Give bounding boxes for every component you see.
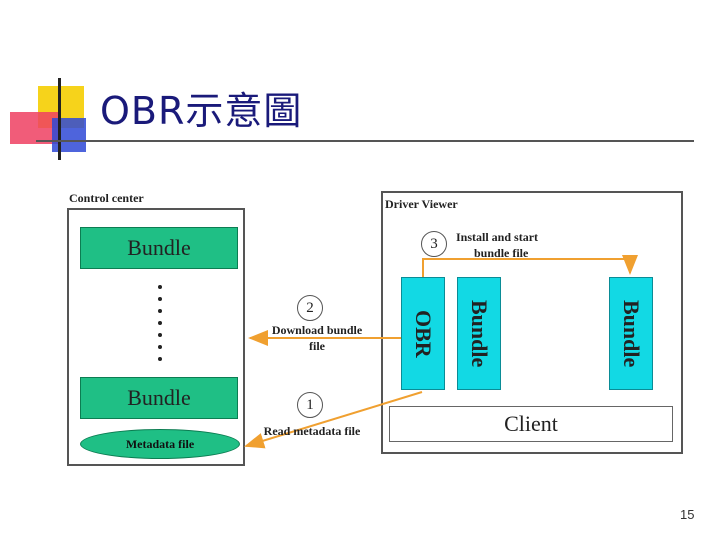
bundle-left-label: Bundle bbox=[467, 299, 492, 368]
obr-box: OBR bbox=[401, 277, 445, 390]
step-3-label-line1: Install and start bbox=[456, 230, 539, 244]
ellipsis-dot bbox=[158, 309, 162, 313]
obr-label: OBR bbox=[411, 309, 436, 358]
step-2-label-line1: Download bundle bbox=[271, 323, 363, 337]
metadata-file: Metadata file bbox=[80, 429, 240, 459]
control-bundle-top: Bundle bbox=[80, 227, 238, 269]
title-decoration-red bbox=[10, 112, 58, 144]
step-1-label-line1: Read metadata file bbox=[263, 424, 361, 438]
driver-viewer-label: Driver Viewer bbox=[385, 197, 458, 211]
step-3-circle: 3 bbox=[421, 231, 447, 257]
step-3-label-line2: bundle file bbox=[474, 246, 529, 260]
ellipsis-dot bbox=[158, 333, 162, 337]
page-number: 15 bbox=[680, 507, 695, 522]
step-1-label: Read metadata file bbox=[251, 423, 373, 439]
bundle-right-label: Bundle bbox=[619, 299, 644, 368]
step-3-label: Install and start bundle file bbox=[456, 229, 538, 261]
control-bundle-bottom: Bundle bbox=[80, 377, 238, 419]
step-2-label: Download bundle file bbox=[258, 322, 376, 354]
ellipsis-dot bbox=[158, 357, 162, 361]
page-title: OBR示意圖 bbox=[100, 89, 303, 133]
client-box: Client bbox=[389, 406, 673, 442]
step-2-circle: 2 bbox=[297, 295, 323, 321]
ellipsis-dot bbox=[158, 297, 162, 301]
title-decoration-vertical-line bbox=[58, 78, 61, 160]
install-arrow bbox=[422, 255, 638, 277]
step-2-label-line2: file bbox=[309, 339, 325, 353]
ellipsis-dot bbox=[158, 285, 162, 289]
read-metadata-arrow bbox=[244, 391, 423, 449]
title-underline bbox=[36, 140, 694, 142]
bundle-box-right: Bundle bbox=[609, 277, 653, 390]
ellipsis-dot bbox=[158, 321, 162, 325]
control-center-label: Control center bbox=[69, 191, 144, 205]
title-decoration-blue bbox=[52, 118, 86, 152]
bundle-box-left: Bundle bbox=[457, 277, 501, 390]
step-1-circle: 1 bbox=[297, 392, 323, 418]
ellipsis-dot bbox=[158, 345, 162, 349]
